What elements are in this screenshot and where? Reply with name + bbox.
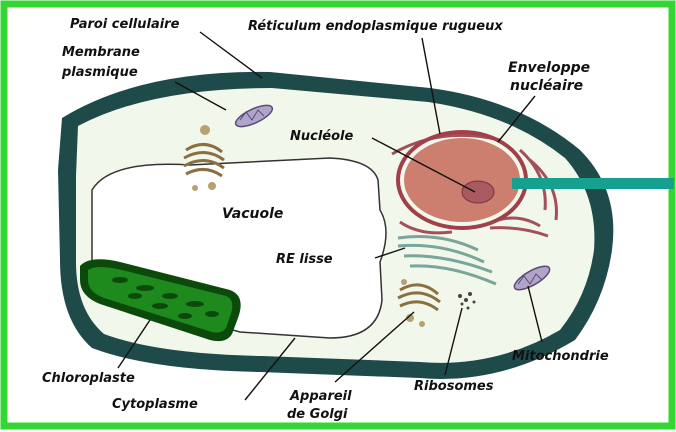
label-ribosomes: Ribosomes: [414, 379, 494, 394]
pointer-bar: [512, 178, 674, 189]
nucleus: [404, 138, 520, 222]
label-re-lisse: RE lisse: [276, 252, 333, 267]
label-golgi-line2: de Golgi: [287, 407, 348, 422]
label-reticulum: Réticulum endoplasmique rugueux: [248, 19, 503, 34]
label-golgi-line1: Appareil: [289, 389, 352, 404]
label-membrane-line1: Membrane: [62, 45, 140, 60]
label-paroi-cellulaire: Paroi cellulaire: [70, 17, 180, 32]
label-nucleole: Nucléole: [290, 129, 354, 144]
label-membrane-line2: plasmique: [61, 65, 138, 80]
nucleolus: [462, 181, 494, 203]
label-vacuole: Vacuole: [222, 206, 283, 222]
label-enveloppe-line1: Enveloppe: [508, 60, 590, 76]
label-enveloppe-line2: nucléaire: [510, 78, 583, 94]
label-chloroplaste: Chloroplaste: [42, 371, 135, 386]
label-cytoplasme: Cytoplasme: [112, 397, 198, 412]
label-mitochondrie: Mitochondrie: [512, 349, 609, 364]
